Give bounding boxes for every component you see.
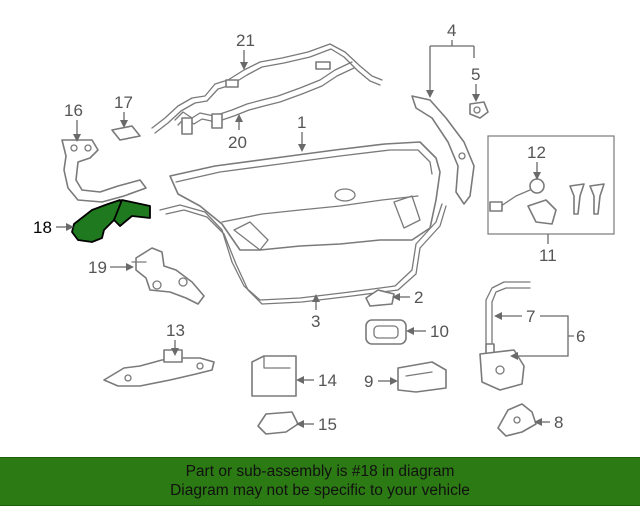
callout-12[interactable]: 12 <box>527 143 546 162</box>
part-8-striker[interactable] <box>497 403 537 437</box>
callout-1[interactable]: 1 <box>297 113 306 132</box>
part-1-trunk-lid[interactable] <box>169 141 441 251</box>
part-7-rod[interactable] <box>485 281 531 355</box>
callout-17[interactable]: 17 <box>114 93 133 112</box>
part-14-block[interactable] <box>251 355 297 397</box>
callout-21[interactable]: 21 <box>236 31 255 50</box>
banner-line-1: Part or sub-assembly is #18 in diagram <box>185 463 455 480</box>
part-19-lock[interactable] <box>131 247 205 305</box>
part-11-switch-kit-box[interactable] <box>487 135 615 235</box>
callout-18[interactable]: 18 <box>33 218 52 237</box>
part-10-handle[interactable] <box>365 319 407 345</box>
leader-lines <box>56 40 574 428</box>
callout-3[interactable]: 3 <box>311 312 320 331</box>
callout-13[interactable]: 13 <box>166 321 185 340</box>
part-20-wire[interactable] <box>174 61 355 135</box>
part-3-weatherstrip[interactable] <box>159 203 447 305</box>
callout-5[interactable]: 5 <box>471 65 480 84</box>
callout-14[interactable]: 14 <box>318 371 337 390</box>
callout-4[interactable]: 4 <box>447 21 456 40</box>
callout-20[interactable]: 20 <box>228 133 247 152</box>
callout-9[interactable]: 9 <box>364 372 373 391</box>
callout-11[interactable]: 11 <box>539 246 557 265</box>
banner-line-2: Diagram may not be specific to your vehi… <box>170 482 470 499</box>
callout-8[interactable]: 8 <box>554 413 563 432</box>
part-17-pad[interactable] <box>111 125 141 141</box>
parts-diagram: 21 20 1 16 17 4 5 12 11 18 19 3 2 10 9 1… <box>33 21 615 437</box>
part-9-bracket[interactable] <box>397 361 447 393</box>
info-banner: Part or sub-assembly is #18 in diagram D… <box>0 457 640 506</box>
part-5-bolt[interactable] <box>469 101 489 119</box>
part-6-lock-motor[interactable] <box>479 349 525 391</box>
part-4-hinge-arm[interactable] <box>411 95 475 205</box>
part-21-wire-harness[interactable] <box>151 43 383 134</box>
part-15-base[interactable] <box>257 411 299 435</box>
part-2-clip[interactable] <box>365 289 395 307</box>
callout-2[interactable]: 2 <box>414 288 423 307</box>
part-16-hinge[interactable] <box>61 139 147 203</box>
callout-19[interactable]: 19 <box>88 258 107 277</box>
callout-6[interactable]: 6 <box>576 327 585 346</box>
part-12-bulb[interactable] <box>489 178 557 225</box>
callout-7[interactable]: 7 <box>526 307 535 326</box>
callout-labels: 21 20 1 16 17 4 5 12 11 18 19 3 2 10 9 1… <box>33 21 585 434</box>
part-13-lock-assembly[interactable] <box>103 349 215 387</box>
callout-15[interactable]: 15 <box>318 415 337 434</box>
callout-10[interactable]: 10 <box>430 322 449 341</box>
part-18-bracket[interactable] <box>71 199 151 243</box>
callout-16[interactable]: 16 <box>64 101 83 120</box>
